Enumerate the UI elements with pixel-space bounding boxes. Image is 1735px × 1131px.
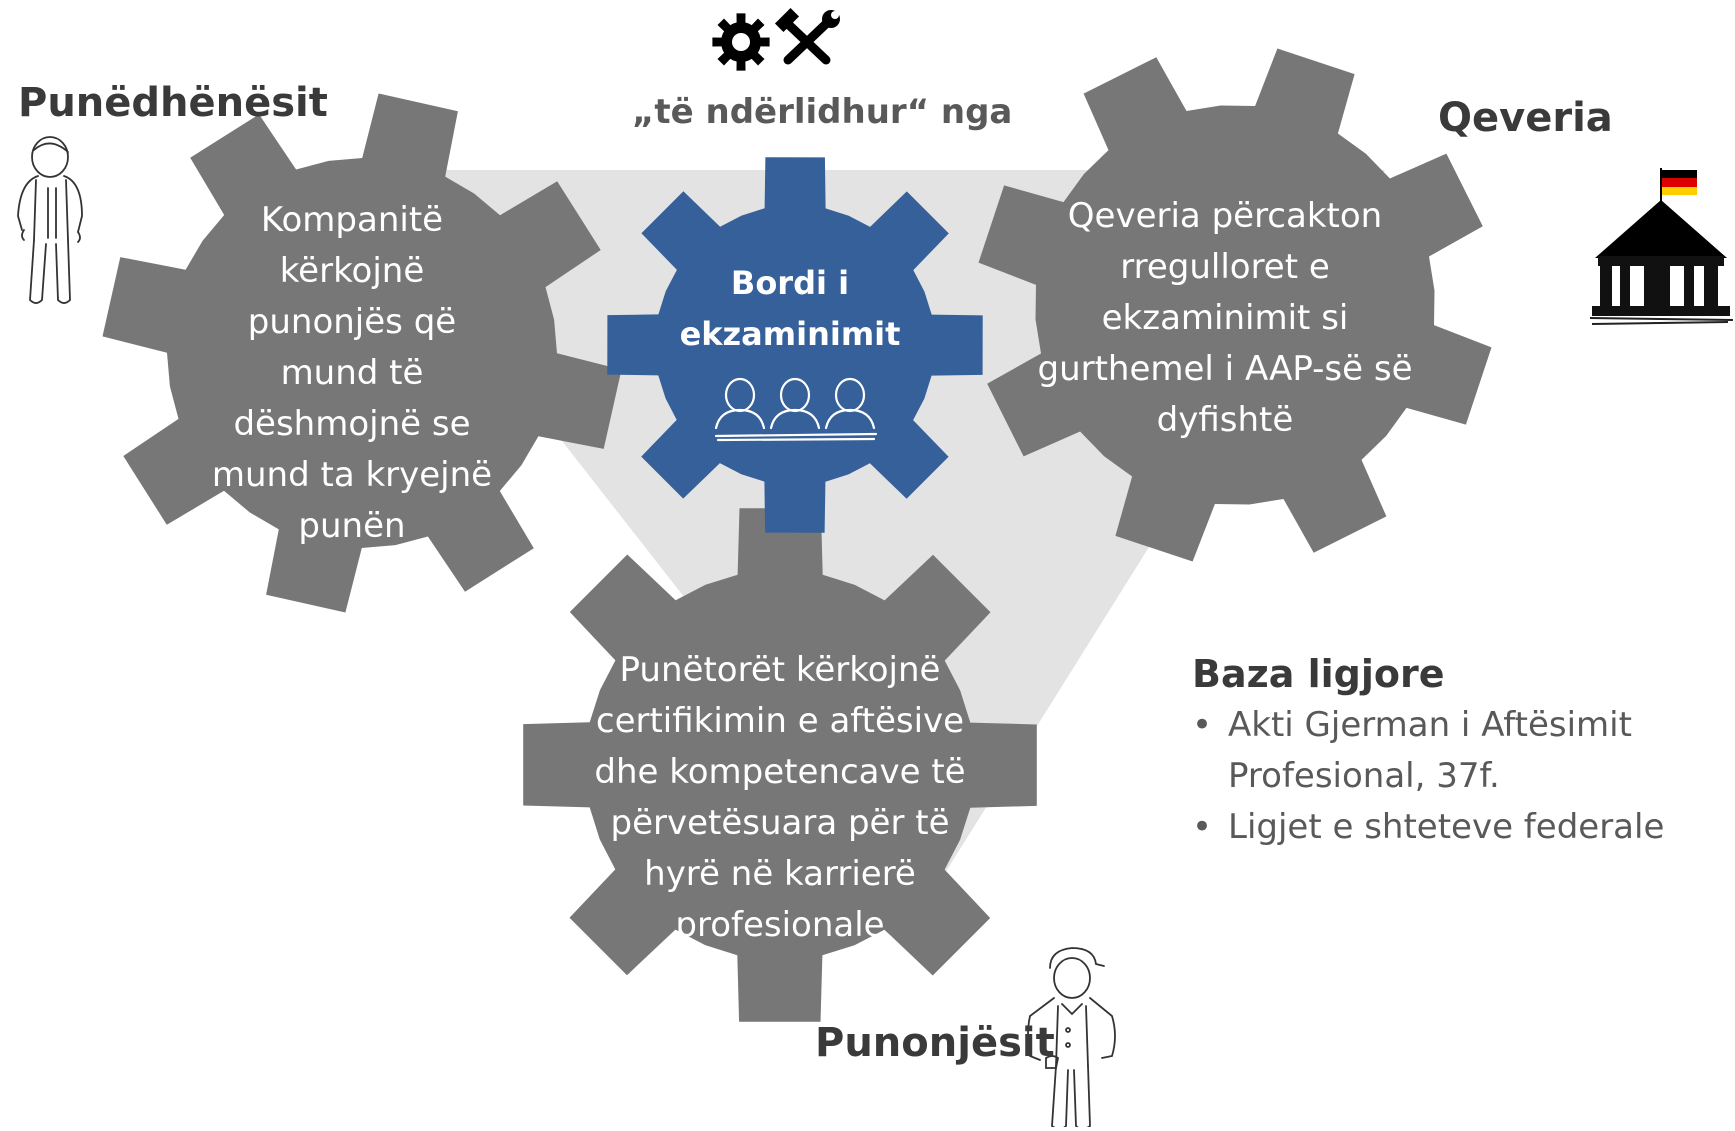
employers-gear-line: kërkojnë <box>279 251 425 291</box>
government-gear <box>978 48 1492 562</box>
employers-gear-line: mund ta kryejnë <box>211 455 493 495</box>
worker-sketch-icon <box>1027 947 1116 1130</box>
person-sketch-icon <box>17 136 83 304</box>
workers-gear-line: profesionale <box>675 905 885 945</box>
legal-basis-title: Baza ligjore <box>1192 652 1445 696</box>
board-gear-line: ekzaminimit <box>679 315 901 353</box>
employers-gear-line: mund të <box>280 353 424 393</box>
employers-gear <box>102 93 622 613</box>
workers-gear-line: certifikimin e aftësive <box>595 701 965 741</box>
employers-gear-line: punonjës që <box>247 302 457 342</box>
board-gear <box>607 157 983 533</box>
workers-gear-line: hyrë në karrierë <box>644 854 916 894</box>
government-building-flag-icon <box>1589 168 1734 325</box>
employers-gear-line: punën <box>298 506 406 546</box>
government-label: Qeveria <box>1438 95 1613 141</box>
workers-gear-line: përvetësuara për të <box>610 803 950 843</box>
legal-basis-list: Akti Gjerman i Aftësimit Profesional, 37… <box>1190 700 1710 853</box>
gear-and-tools-icon <box>712 7 840 71</box>
workers-gear-line: dhe kompetencave të <box>594 752 966 792</box>
workers-gear <box>523 508 1037 1022</box>
board-gear-line: Bordi i <box>730 264 850 302</box>
workers-gear-line: Punëtorët kërkojnë <box>619 650 941 690</box>
employers-gear-line: Kompanitë <box>260 200 444 240</box>
legal-basis-item: Akti Gjerman i Aftësimit Profesional, 37… <box>1190 700 1710 802</box>
employers-gear-text: Kompanitë kërkojnë punonjës që mund të d… <box>192 195 512 552</box>
government-gear-line: gurthemel i AAP-së së <box>1037 349 1413 389</box>
government-gear-line: ekzaminimit si <box>1101 298 1349 338</box>
connected-by-label: „të ndërlidhur“ nga <box>632 92 1013 132</box>
employers-label: Punëdhënësit <box>18 80 328 126</box>
employees-label: Punonjësit <box>815 1020 1055 1066</box>
board-gear-text: Bordi i ekzaminimit <box>660 258 920 360</box>
legal-basis-item: Ligjet e shteteve federale <box>1190 802 1710 853</box>
government-gear-line: Qeveria përcakton <box>1067 196 1383 236</box>
government-gear-line: dyfishtë <box>1156 400 1294 440</box>
government-gear-text: Qeveria përcakton rregulloret e ekzamini… <box>1020 191 1430 446</box>
employers-gear-line: dëshmojnë se <box>233 404 471 444</box>
government-gear-line: rregulloret e <box>1120 247 1330 287</box>
people-at-table-icon <box>714 377 878 442</box>
workers-gear-text: Punëtorët kërkojnë certifikimin e aftësi… <box>580 645 980 951</box>
